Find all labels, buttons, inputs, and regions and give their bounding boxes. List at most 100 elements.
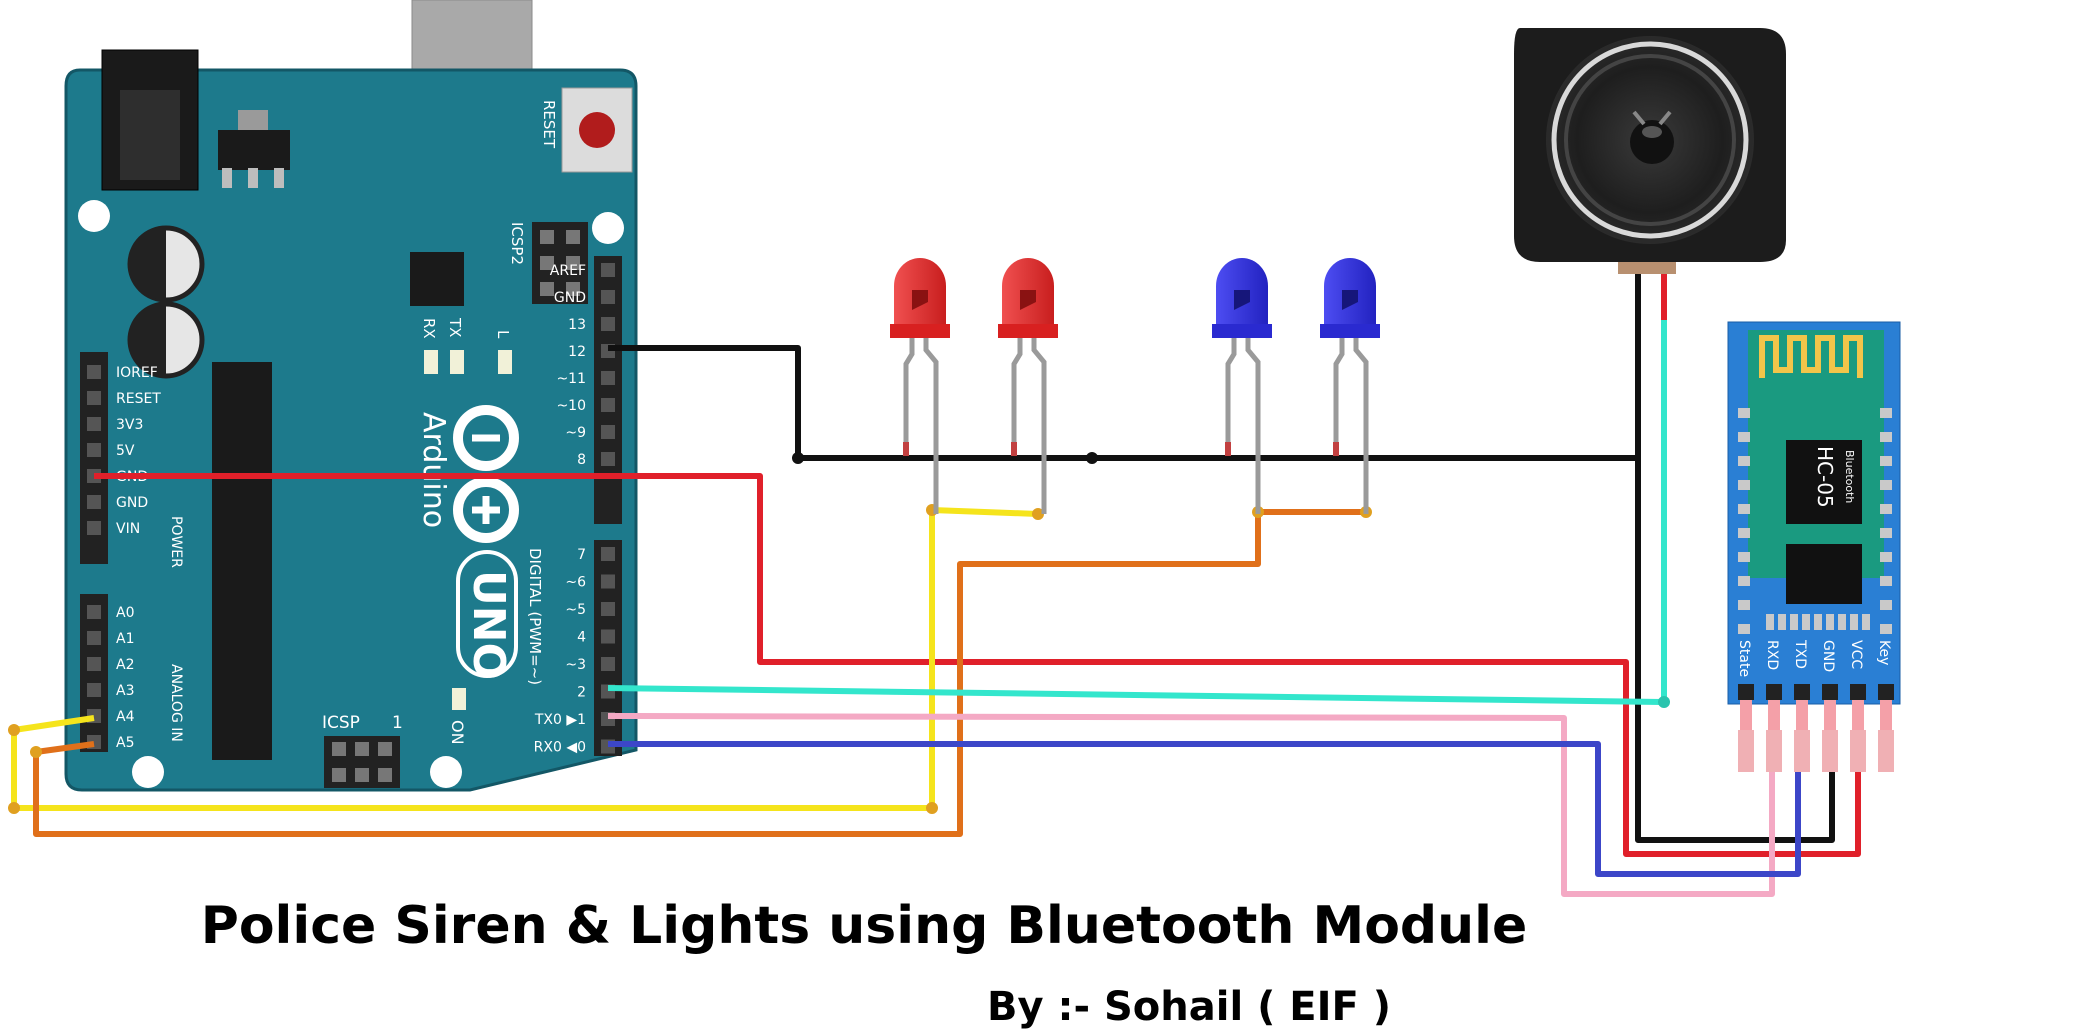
hc05-pin-label: GND (1820, 640, 1836, 672)
header-pin[interactable] (601, 602, 615, 616)
pin-label: IOREF (116, 365, 158, 381)
mounting-hole (592, 212, 624, 244)
pin-label: A1 (116, 631, 134, 647)
mounting-hole (78, 200, 110, 232)
hc05-sub: Bluetooth (1843, 450, 1856, 503)
microcontroller-chip (212, 362, 272, 760)
mounting-hole (430, 756, 462, 788)
icsp2-header (532, 222, 588, 304)
header-pin[interactable] (601, 657, 615, 671)
hc05-pin[interactable] (1766, 684, 1782, 700)
header-pin[interactable] (601, 452, 615, 466)
bluetooth-chip (1786, 544, 1862, 604)
pin-label: 7 (577, 547, 586, 563)
header-pin[interactable] (601, 547, 615, 561)
pin-label: 8 (577, 452, 586, 468)
tx-led (450, 350, 464, 374)
header-pin[interactable] (87, 495, 101, 509)
header-pin[interactable] (87, 683, 101, 697)
pin-label: 5V (116, 443, 135, 459)
voltage-regulator (218, 130, 290, 170)
header-pin[interactable] (87, 657, 101, 671)
rx-led-label: RX (420, 318, 438, 339)
icsp-pin1-label: 1 (392, 713, 403, 733)
mounting-hole (132, 756, 164, 788)
arduino-uno-board: RESET ICSP2 Arduino UNO ON DIGITAL (PWM=… (64, 0, 638, 792)
reset-label: RESET (540, 100, 558, 149)
hc05-pin[interactable] (1878, 684, 1894, 700)
wire-a5-orange (33, 509, 1366, 837)
l-led-label: L (494, 330, 512, 339)
wire-rx-blue (608, 741, 1801, 877)
pin-label: 12 (568, 344, 586, 360)
hc05-pin[interactable] (1794, 684, 1810, 700)
pin-label: ~6 (565, 575, 586, 591)
hc05-pin[interactable] (1822, 684, 1838, 700)
header-pin[interactable] (87, 417, 101, 431)
pin-label: A3 (116, 683, 134, 699)
red-led (998, 258, 1058, 514)
icsp2-label: ICSP2 (508, 222, 526, 265)
wire-gnd-speaker (1635, 268, 1835, 843)
pin-label: A0 (116, 605, 134, 621)
header-pin[interactable] (601, 317, 615, 331)
header-pin[interactable] (601, 263, 615, 277)
l-led (498, 350, 512, 374)
pin-label: GND (116, 495, 148, 511)
header-pin[interactable] (601, 425, 615, 439)
pin-label: A5 (116, 735, 134, 751)
icsp-label: ICSP (322, 713, 360, 733)
header-pin[interactable] (601, 371, 615, 385)
blue-led (1212, 258, 1272, 514)
icsp-header (324, 736, 400, 788)
uno-badge (456, 550, 518, 678)
header-pin[interactable] (87, 443, 101, 457)
hc05-pin[interactable] (1850, 684, 1866, 700)
wire-tx-pink (607, 713, 1775, 897)
hc05-pin[interactable] (1738, 684, 1754, 700)
header-pin[interactable] (601, 629, 615, 644)
pin-label: ~5 (565, 602, 586, 618)
pin-label: A2 (116, 657, 134, 673)
tx-led-label: TX (446, 317, 464, 337)
arduino-logo (453, 405, 519, 543)
wire-a4-yellow (11, 507, 1039, 811)
pin-label: ~10 (556, 398, 586, 414)
led-group (890, 258, 1380, 514)
on-led (452, 688, 466, 710)
pin-label: A4 (116, 709, 135, 725)
pin-label: ~9 (565, 425, 586, 441)
header-pin[interactable] (87, 631, 101, 645)
on-label: ON (448, 720, 467, 745)
wires (11, 268, 1861, 897)
header-pin[interactable] (601, 574, 615, 589)
header-pin[interactable] (87, 365, 101, 379)
author-byline: By :- Sohail ( EIF ) (986, 984, 1392, 1030)
header-pin[interactable] (601, 398, 615, 412)
hc05-pin-label: RXD (1764, 640, 1780, 670)
red-led (890, 258, 950, 514)
header-pin[interactable] (87, 605, 101, 619)
pin-label: 2 (577, 685, 586, 701)
header-pin[interactable] (87, 521, 101, 535)
uno-model: UNO (463, 570, 514, 680)
header-pin[interactable] (601, 290, 615, 304)
pin-label: AREF (550, 263, 586, 279)
power-header-label: POWER (168, 516, 184, 568)
pin-label: RX0 ◀0 (534, 740, 586, 756)
digital-header-label: DIGITAL (PWM=~) (526, 548, 544, 685)
speaker (1514, 28, 1786, 274)
blue-led (1320, 258, 1380, 514)
pin-label: ~11 (556, 371, 586, 387)
wire-5v (94, 473, 1861, 857)
header-pin[interactable] (87, 391, 101, 405)
pin-label: TX0 ▶1 (534, 712, 586, 728)
pin-label: 3V3 (116, 417, 143, 433)
hc05-pin-label: State (1736, 640, 1752, 677)
